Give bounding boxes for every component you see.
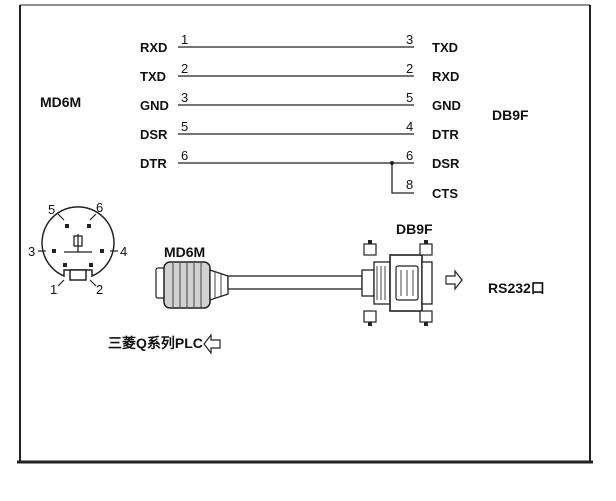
din-pin-6: 6 xyxy=(96,200,103,215)
left-pin-number: 1 xyxy=(181,32,188,47)
right-pin-number: 5 xyxy=(406,90,413,105)
right-pin-number: 4 xyxy=(406,119,413,134)
mini-din-6-pinout-icon: 1 2 3 4 5 6 xyxy=(28,200,127,297)
wire-row-3: GND 3 5 GND xyxy=(140,90,461,113)
left-pin-number: 3 xyxy=(181,90,188,105)
branch-signal-label: CTS xyxy=(432,186,458,201)
wire-row-1: RXD 1 3 TXD xyxy=(140,32,458,55)
right-signal-label: DSR xyxy=(432,156,460,171)
mini-din-plug-icon xyxy=(155,261,229,309)
hollow-left-arrow-icon xyxy=(203,333,221,355)
right-pin-number: 3 xyxy=(406,32,413,47)
db9-plug-icon xyxy=(361,240,433,326)
left-signal-label: DTR xyxy=(140,156,167,171)
left-pin-number: 2 xyxy=(181,61,188,76)
left-signal-label: TXD xyxy=(140,69,166,84)
right-pin-number: 6 xyxy=(406,148,413,163)
din-pin-3: 3 xyxy=(28,244,35,259)
branch-pin-number: 8 xyxy=(406,177,413,192)
cable-drawing xyxy=(155,240,433,326)
left-signal-label: GND xyxy=(140,98,169,113)
wire-row-5: DTR 6 6 DSR xyxy=(140,148,460,171)
wire-row-2: TXD 2 2 RXD xyxy=(140,61,459,84)
left-pin-number: 5 xyxy=(181,119,188,134)
left-signal-label: RXD xyxy=(140,40,167,55)
right-signal-label: DTR xyxy=(432,127,459,142)
diagram-frame xyxy=(17,4,593,464)
hollow-right-arrow-icon xyxy=(445,269,463,291)
din-pin-2: 2 xyxy=(96,282,103,297)
right-connector-label: DB9F xyxy=(492,107,529,123)
branch-wire xyxy=(391,163,414,194)
cable-body xyxy=(227,275,363,290)
din-pin-1: 1 xyxy=(50,282,57,297)
left-signal-label: DSR xyxy=(140,127,168,142)
right-signal-label: RXD xyxy=(432,69,459,84)
cable-left-label: MD6M xyxy=(164,244,205,260)
cts-branch: 8 CTS xyxy=(390,161,458,201)
right-signal-label: TXD xyxy=(432,40,458,55)
right-pin-number: 2 xyxy=(406,61,413,76)
wire-row-4: DSR 5 4 DTR xyxy=(140,119,459,142)
left-connector-label: MD6M xyxy=(40,94,81,110)
rs232-port-label: RS232口 xyxy=(488,280,545,296)
right-signal-label: GND xyxy=(432,98,461,113)
din-pin-5: 5 xyxy=(48,202,55,217)
din-pin-4: 4 xyxy=(120,244,127,259)
left-pin-number: 6 xyxy=(181,148,188,163)
cable-right-label: DB9F xyxy=(396,221,433,237)
plc-label: 三菱Q系列PLC xyxy=(108,335,203,351)
